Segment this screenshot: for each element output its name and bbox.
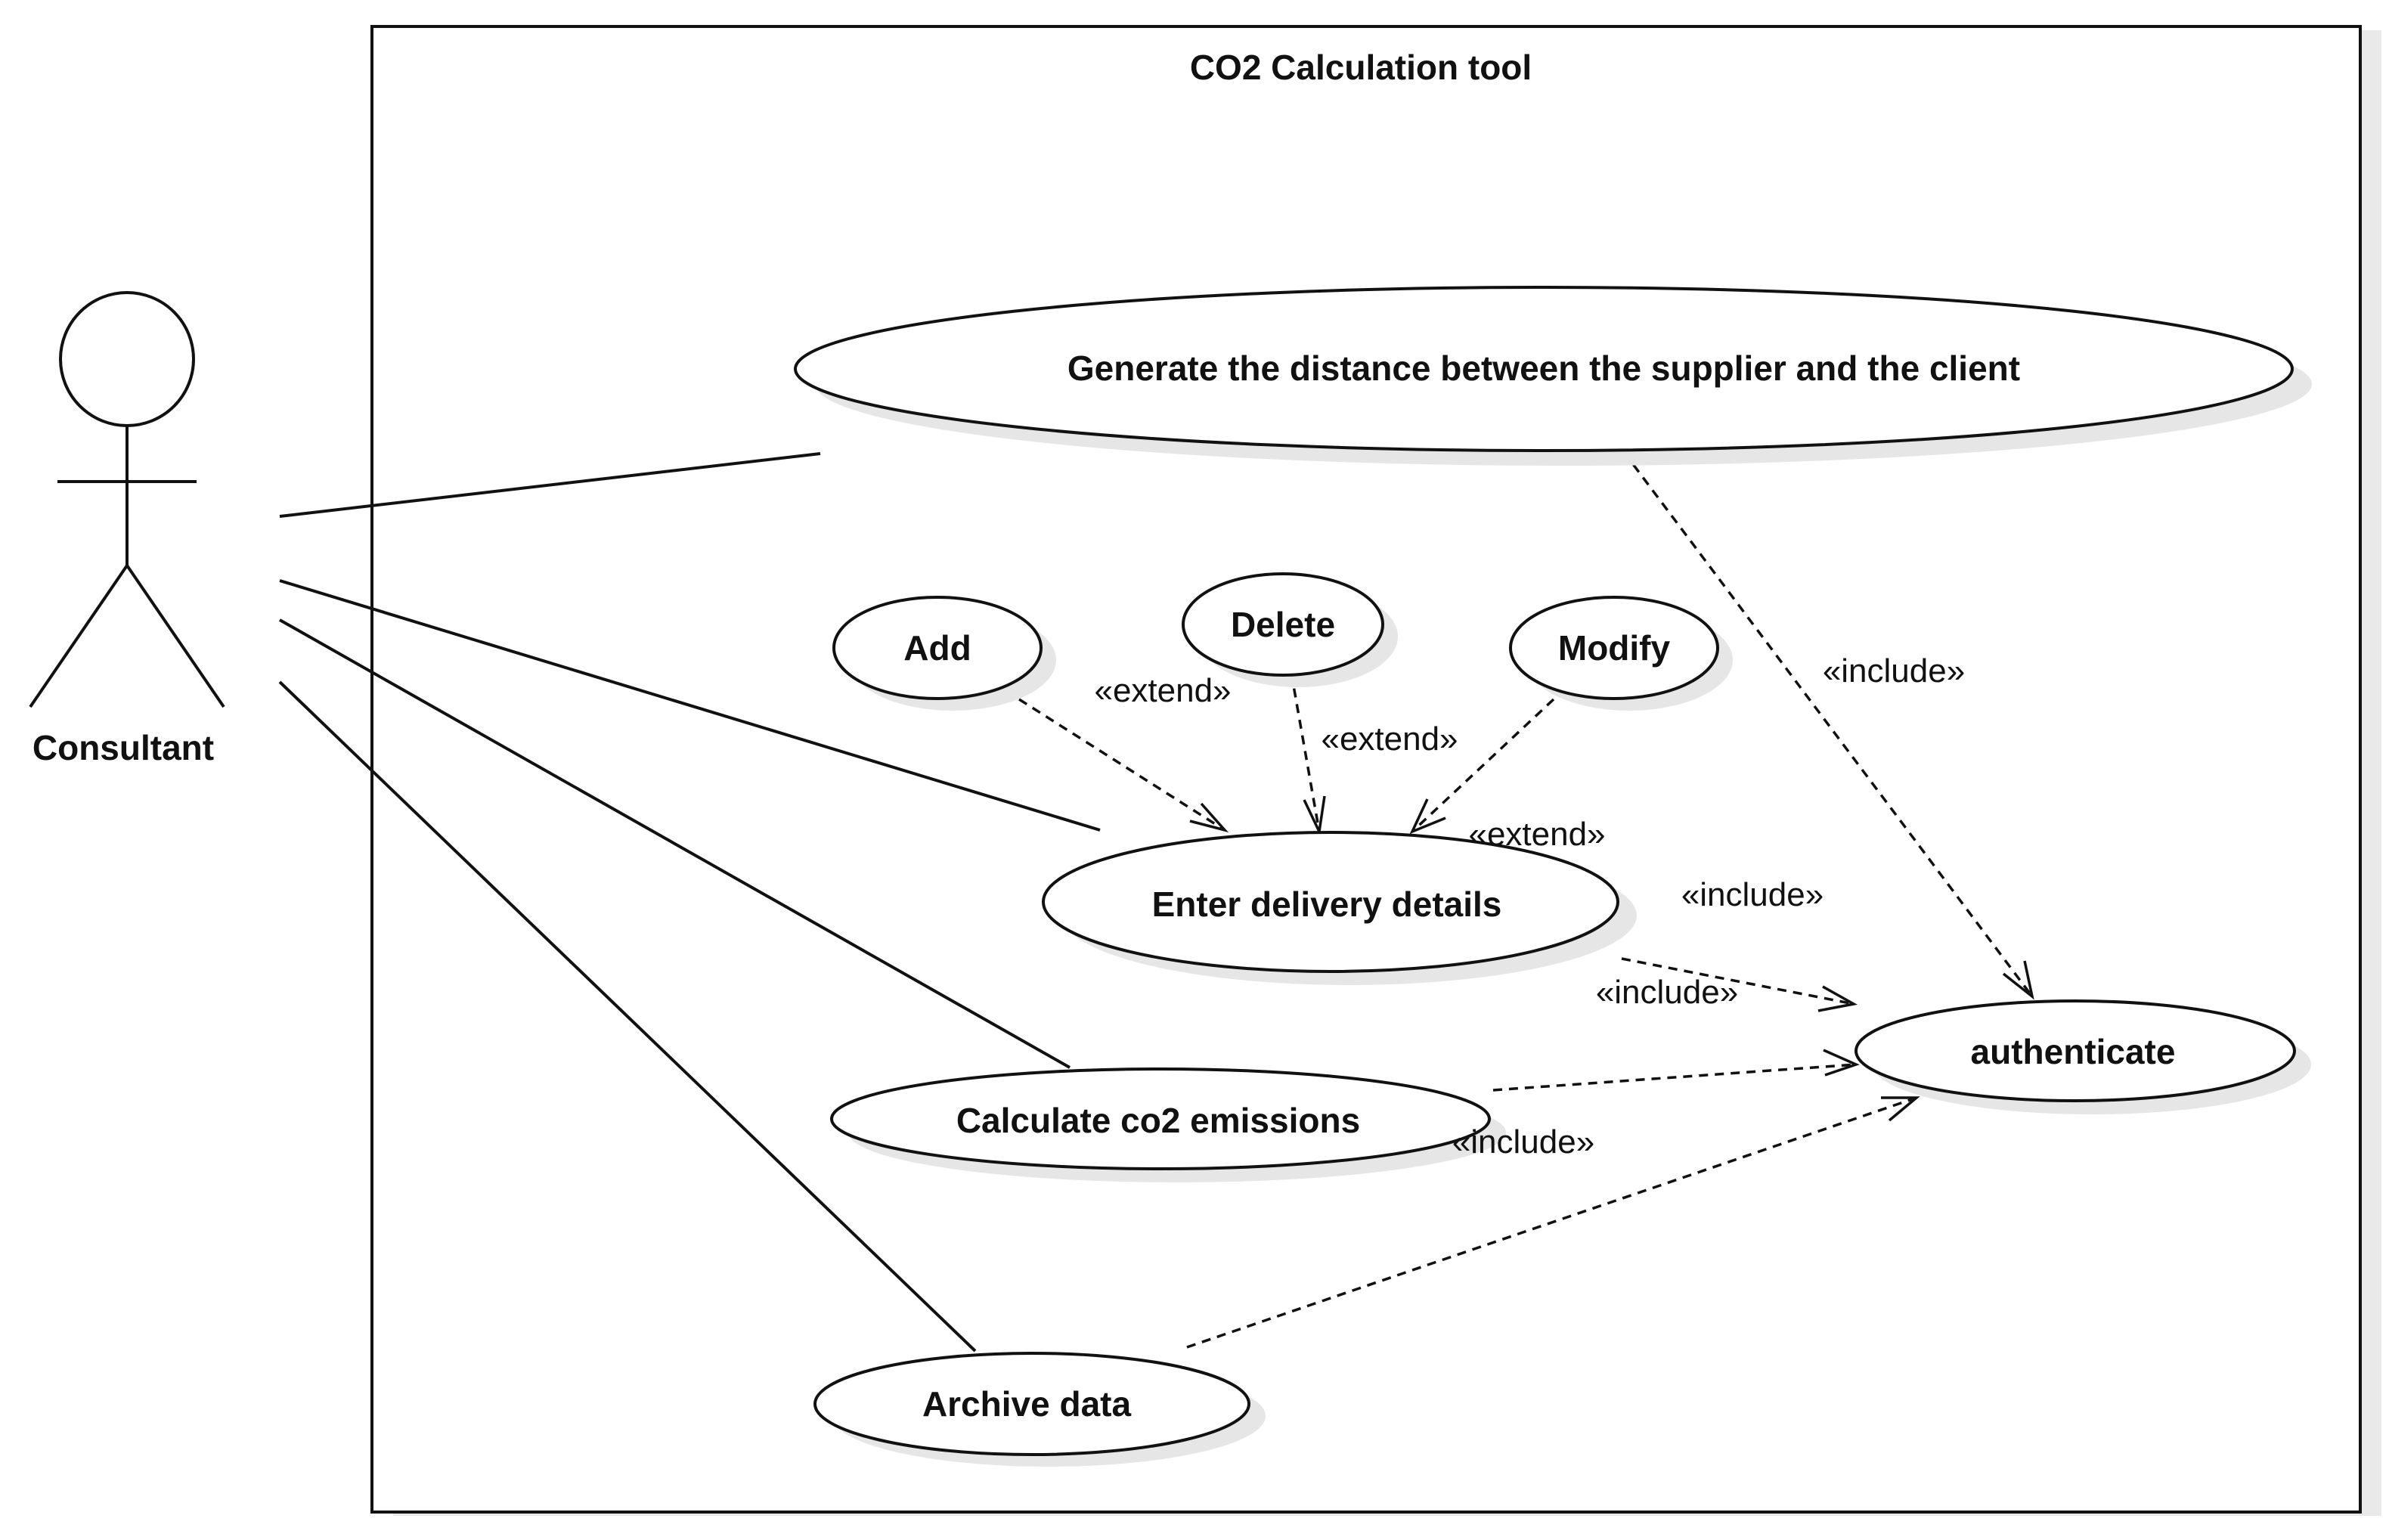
association-calculate-co2 — [279, 618, 1071, 1069]
include-label-calculate: «include» — [1452, 1123, 1594, 1160]
include-label-generate: «include» — [1823, 652, 1965, 689]
association-generate-distance — [279, 452, 821, 518]
extend-label-modify: «extend» — [1468, 816, 1605, 853]
use-case-delete[interactable]: Delete — [1182, 572, 1398, 687]
extend-add-line — [1018, 698, 1225, 832]
actor-label: Consultant — [33, 728, 214, 767]
include-archive-line — [1186, 1096, 1917, 1349]
use-case-authenticate[interactable]: authenticate — [1854, 999, 2311, 1114]
associations — [278, 452, 1101, 1353]
use-case-archive-data[interactable]: Archive data — [813, 1352, 1266, 1467]
use-case-generate-distance[interactable]: Generate the distance between the suppli… — [794, 286, 2312, 466]
include-enter-line — [1621, 957, 1854, 1005]
association-archive-data — [278, 680, 977, 1353]
include-generate-line — [1622, 451, 2034, 998]
association-enter-delivery — [279, 579, 1101, 832]
extend-add-arrowhead — [1189, 802, 1229, 833]
include-label-enter-upper: «include» — [1681, 876, 1824, 913]
include-label-enter: «include» — [1596, 974, 1738, 1011]
include-generate-arrowhead — [2002, 960, 2034, 1000]
extend-delete-line — [1290, 672, 1321, 832]
use-case-calculate-co2-label: Calculate co2 emissions — [956, 1101, 1360, 1140]
use-case-delete-label: Delete — [1231, 605, 1335, 644]
extend-label-delete: «extend» — [1321, 720, 1458, 758]
use-case-add[interactable]: Add — [832, 596, 1056, 711]
actor-head — [59, 291, 195, 427]
include-archive-arrowhead — [1881, 1096, 1920, 1122]
use-case-calculate-co2[interactable]: Calculate co2 emissions — [830, 1067, 1506, 1182]
actor-right-leg — [125, 564, 225, 708]
use-case-enter-delivery-label: Enter delivery details — [1152, 885, 1502, 924]
actor-consultant[interactable] — [29, 291, 225, 708]
system-boundary — [370, 25, 2381, 1516]
extend-modify-line — [1411, 698, 1555, 833]
include-calculate-line — [1492, 1063, 1857, 1092]
include-enter-arrowhead — [1817, 985, 1858, 1012]
use-case-add-label: Add — [903, 628, 971, 668]
use-case-enter-delivery[interactable]: Enter delivery details — [1042, 831, 1637, 985]
use-case-generate-distance-label: Generate the distance between the suppli… — [1067, 349, 2020, 388]
extend-modify-arrowhead — [1409, 798, 1446, 835]
use-case-archive-data-label: Archive data — [922, 1384, 1132, 1424]
use-case-authenticate-label: authenticate — [1971, 1032, 2176, 1071]
use-case-modify-label: Modify — [1558, 628, 1671, 668]
stereotype-labels: «extend» «extend» «extend» «include» «in… — [1094, 652, 1965, 1160]
use-case-modify[interactable]: Modify — [1509, 596, 1733, 711]
actor-left-leg — [29, 564, 129, 708]
include-calculate-arrowhead — [1823, 1049, 1860, 1077]
dependencies — [1018, 451, 2034, 1349]
system-title: CO2 Calculation tool — [1190, 48, 1532, 87]
extend-label-add: «extend» — [1094, 672, 1231, 709]
